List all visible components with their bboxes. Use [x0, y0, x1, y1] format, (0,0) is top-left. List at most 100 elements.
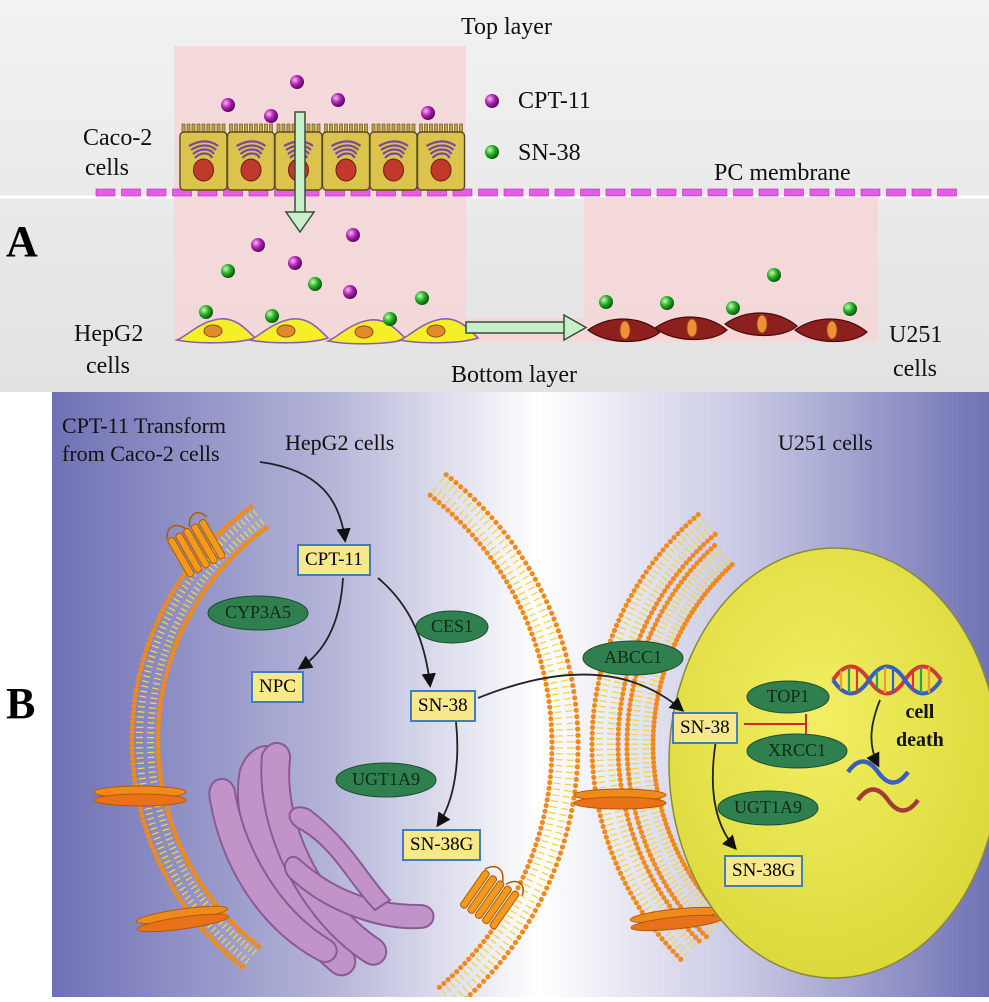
lipid-head [667, 945, 672, 950]
lipid-head [616, 721, 621, 726]
lipid-head [498, 960, 503, 965]
lipid-head [563, 652, 568, 657]
disk-bottom [94, 794, 186, 806]
lipid-head [513, 940, 518, 945]
lipid-head [530, 913, 535, 918]
lipid-tail [597, 722, 604, 723]
lipid-head [650, 626, 655, 631]
lipid-head [653, 622, 658, 627]
lipid-head [634, 583, 639, 588]
lipid-head [628, 890, 633, 895]
lipid-head [617, 711, 622, 716]
lipid-head [634, 900, 639, 905]
lipid-head [527, 626, 532, 631]
sn38-molecule [199, 305, 213, 319]
lipid-head [575, 745, 580, 750]
lipid-head [536, 902, 541, 907]
lipid-tail [608, 723, 615, 724]
lipid-head [632, 836, 637, 841]
lipid-head [713, 532, 718, 537]
lipid-head [220, 947, 225, 952]
lipid-head [548, 774, 553, 779]
legend-sn38-label: SN-38 [518, 140, 581, 167]
lipid-head [530, 571, 535, 576]
lipid-head [616, 732, 621, 737]
membrane-segment [887, 189, 906, 196]
membrane-segment [938, 189, 957, 196]
lipid-head [136, 677, 141, 682]
lipid-head [607, 845, 612, 850]
nucleus [827, 321, 837, 339]
lipid-head [531, 848, 536, 853]
lipid-head [549, 874, 554, 879]
lipid-head [481, 546, 486, 551]
nucleus [241, 159, 261, 181]
lipid-head [172, 829, 177, 834]
lipid-head [620, 691, 625, 696]
lipid-head [635, 846, 640, 851]
caco2-cell [228, 124, 275, 190]
disk-bottom [574, 797, 666, 809]
lipid-head [244, 507, 249, 512]
lipid-head [634, 841, 639, 846]
lipid-head [554, 622, 559, 627]
membrane-segment [504, 189, 523, 196]
lipid-head [592, 703, 597, 708]
lipid-head [590, 731, 595, 736]
lipid-head [130, 756, 135, 761]
lipid-head [653, 882, 658, 887]
lipid-head [170, 825, 175, 830]
lipid-tail [609, 707, 616, 708]
lipid-head [617, 716, 622, 721]
lipid-tail [608, 718, 615, 719]
top1-label: TOP1 [747, 686, 829, 707]
lipid-head [160, 867, 165, 872]
lipid-head [176, 580, 181, 585]
lipid-head [477, 983, 482, 988]
lipid-head [670, 949, 675, 954]
lipid-head [574, 714, 579, 719]
lipid-head [573, 701, 578, 706]
lipid-head [176, 895, 181, 900]
lipid-head [134, 688, 139, 693]
lipid-tail [565, 784, 572, 785]
lipid-head [437, 500, 442, 505]
lipid-head [156, 759, 161, 764]
lipid-tail [138, 773, 145, 774]
lipid-head [153, 622, 158, 627]
membrane-segment [581, 189, 600, 196]
cpt11-molecule [221, 98, 235, 112]
lipid-head [533, 642, 538, 647]
lipid-head [182, 903, 187, 908]
lipid-head [538, 826, 543, 831]
lipid-tail [597, 717, 604, 718]
lipid-head [158, 863, 163, 868]
ugt1a9-hepg2-label: UGT1A9 [336, 769, 436, 790]
cpt11-molecule [264, 109, 278, 123]
lipid-head [590, 764, 595, 769]
sn38-molecule [265, 309, 279, 323]
lipid-head [599, 819, 604, 824]
lipid-head [637, 905, 642, 910]
lipid-head [652, 773, 657, 778]
lipid-head [629, 593, 634, 598]
lipid-tail [554, 777, 561, 778]
nucleus [620, 321, 630, 339]
lipid-tail [148, 713, 155, 714]
lipid-head [624, 742, 629, 747]
lipid-head [611, 855, 616, 860]
legend-cpt11-label: CPT-11 [518, 88, 591, 115]
lipid-head [135, 682, 140, 687]
membrane-segment [708, 189, 727, 196]
lipid-head [595, 686, 600, 691]
lipid-head [228, 954, 233, 959]
lipid-head [548, 768, 553, 773]
lipid-head [525, 864, 530, 869]
lipid-head [156, 750, 161, 755]
membrane-segment [683, 189, 702, 196]
lipid-head [174, 641, 179, 646]
lipid-head [445, 508, 450, 513]
lipid-head [453, 480, 458, 485]
lipid-head [448, 476, 453, 481]
lipid-head [589, 742, 594, 747]
